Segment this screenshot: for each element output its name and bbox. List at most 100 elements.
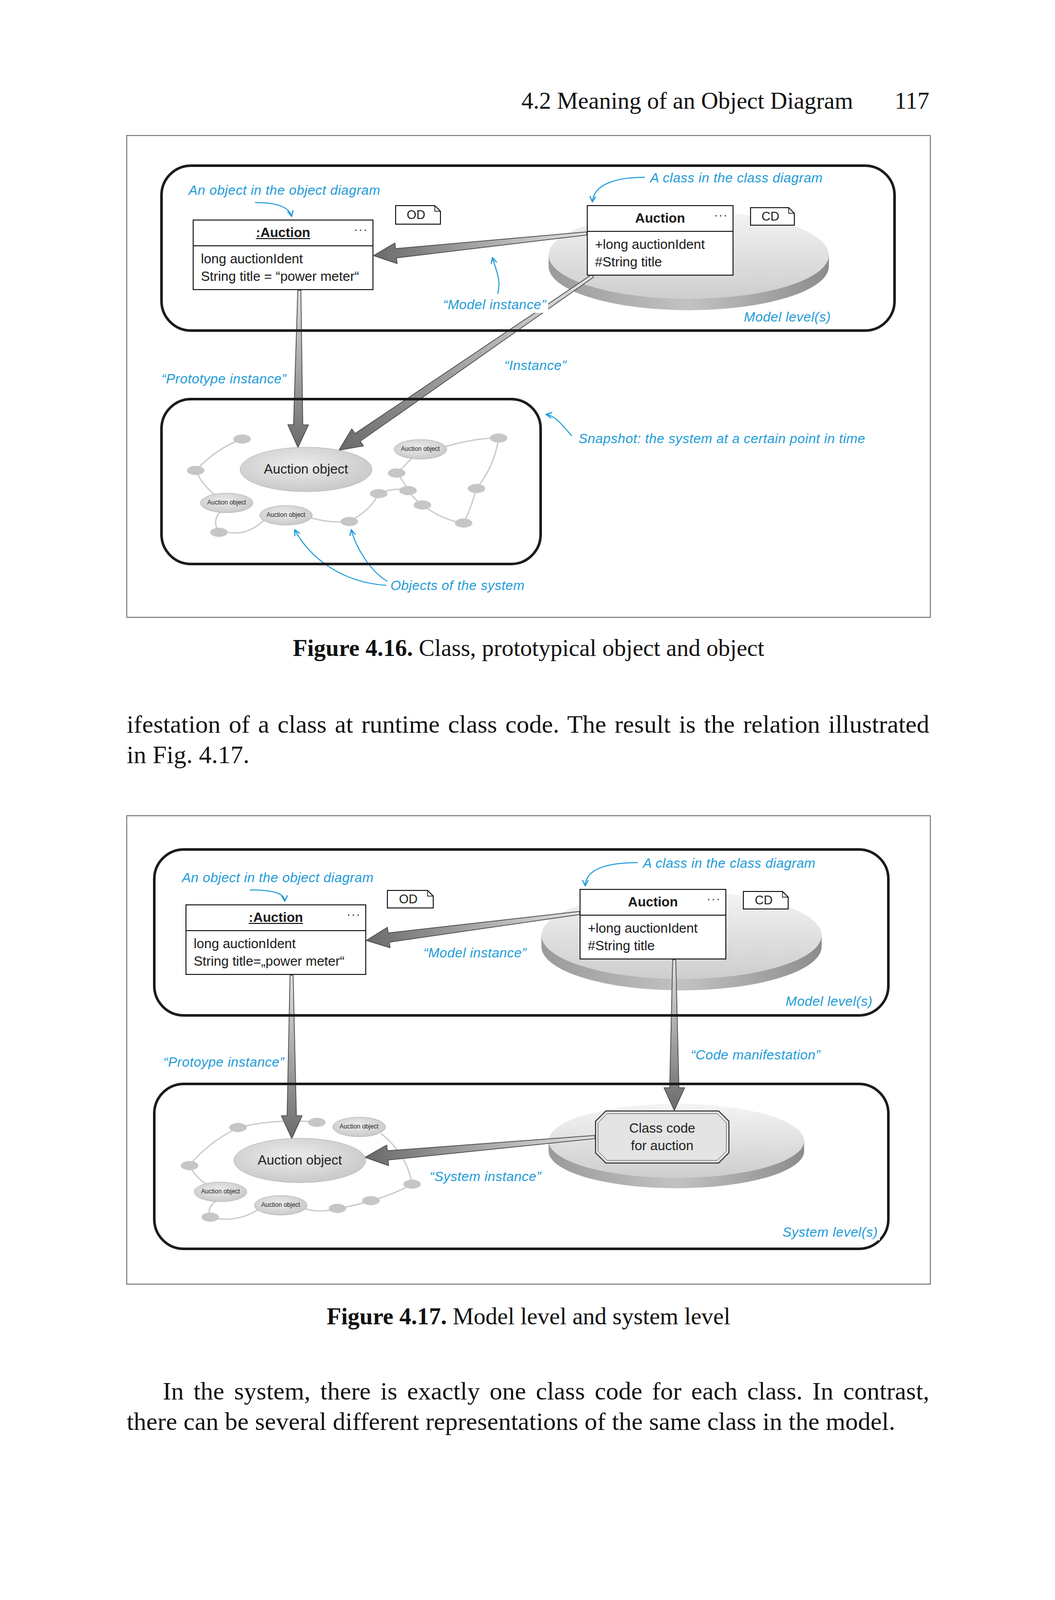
band-label: Model level(s) xyxy=(783,993,875,1010)
leader-line xyxy=(492,257,500,294)
note-shape xyxy=(743,891,789,909)
callout-note: A class in the class diagram xyxy=(642,855,816,872)
body-paragraph: ifestation of a class at runtime class c… xyxy=(126,708,930,770)
object-blob xyxy=(328,1203,347,1213)
diagram-tag: CD xyxy=(750,207,795,226)
ellipsis-marker: ... xyxy=(707,889,722,904)
object-label: Auction object xyxy=(400,445,440,453)
instance-arrow xyxy=(287,290,309,448)
band-label: System level(s) xyxy=(780,1223,880,1240)
attribute-line: #String title xyxy=(587,936,719,955)
ellipsis-marker: ... xyxy=(714,206,729,220)
box-body: long auctionIdentString title = “power m… xyxy=(193,246,373,290)
box-header: :Auction... xyxy=(186,905,366,931)
class-box: Auction... +long auctionIdent#String titl… xyxy=(579,888,727,960)
object-blob xyxy=(387,468,406,478)
leader-line xyxy=(249,889,285,901)
instance-arrow xyxy=(373,231,587,264)
callout-note: Objects of the system xyxy=(390,577,525,594)
diagram-kind: OD xyxy=(406,208,430,222)
object-blob xyxy=(308,1117,326,1127)
leader-line xyxy=(254,202,292,217)
instance-arrow xyxy=(366,911,580,948)
edge-label: “Prototype instance” xyxy=(159,370,289,387)
figure-caption: Figure 4.16. Class, prototypical object … xyxy=(292,633,764,662)
callout-note: An object in the object diagram xyxy=(188,182,381,199)
object-link xyxy=(349,493,379,522)
caption-number: Figure 4.17. xyxy=(326,1302,447,1330)
class-box: Auction...+long auctionIdent#String titl… xyxy=(586,205,734,276)
attribute-line: String title=„power meter“ xyxy=(193,951,359,970)
leader-line xyxy=(546,414,572,436)
snapshot-band: Snapshot: the system at a certain point … xyxy=(160,397,542,566)
instance-arrow xyxy=(338,274,594,451)
object-blob xyxy=(362,1195,380,1205)
note-fold xyxy=(782,891,789,897)
band-label: Model level(s) xyxy=(741,309,833,326)
note-fold xyxy=(434,205,441,212)
diagram-kind: OD xyxy=(399,892,422,906)
leader-line xyxy=(294,529,387,586)
class-name: Auction xyxy=(613,209,707,228)
object-ellipse-shape xyxy=(240,447,372,492)
object-ellipse: Auction object xyxy=(332,1116,386,1137)
disk-top xyxy=(548,1103,805,1178)
object-link xyxy=(476,437,499,489)
object-box: :Auction...long auctionIdentString title… xyxy=(192,219,374,291)
object-link xyxy=(195,438,243,471)
object-blob xyxy=(403,1179,421,1189)
ellipsis-marker: ... xyxy=(354,220,369,234)
edge-label: “Model instance” xyxy=(421,944,529,961)
object-ellipse-shape xyxy=(194,1181,247,1202)
running-header: 4.2 Meaning of an Object Diagram xyxy=(521,86,854,115)
leader-line xyxy=(585,862,638,886)
band-label: Snapshot: the system at a certain point … xyxy=(576,430,868,447)
object-blob xyxy=(369,488,388,499)
attribute-line: long auctionIdent xyxy=(200,249,366,268)
object-label: Auction object xyxy=(339,1122,379,1131)
page-number: 117 xyxy=(894,86,930,115)
figure-frame xyxy=(126,135,931,618)
object-blob xyxy=(413,500,432,510)
object-ellipse: Auction object xyxy=(259,504,313,526)
object-ellipse-shape xyxy=(200,492,253,513)
edge-label: “System instance” xyxy=(427,1168,544,1185)
ellipsis-marker: ... xyxy=(347,905,362,919)
edge-label: “Instance” xyxy=(502,357,569,374)
class-code-label: Class code for auction xyxy=(624,1119,700,1154)
object-blob xyxy=(454,518,473,528)
object-label: Auction object xyxy=(266,511,305,519)
object-box: :Auction... long auctionIdentString title… xyxy=(185,904,367,975)
system-objects xyxy=(180,433,508,1222)
class-code-octagon: Class code for auction xyxy=(594,1110,730,1164)
figure-frame xyxy=(126,815,931,1284)
object-blob xyxy=(180,1160,199,1170)
instance-arrow xyxy=(664,959,685,1111)
body-paragraph: In the system, there is exactly one clas… xyxy=(126,1375,930,1437)
object-blob xyxy=(210,527,228,537)
edge-label: “Code manifestation” xyxy=(688,1046,823,1063)
leader-line xyxy=(351,529,388,582)
note-shape xyxy=(750,207,795,226)
octagon-shape xyxy=(595,1110,729,1163)
edge-label: “Protoype instance” xyxy=(161,1053,287,1070)
instance-arrow xyxy=(365,1135,596,1166)
attribute-line: long auctionIdent xyxy=(193,934,359,952)
leader-line xyxy=(592,177,645,202)
diagram-tag: OD xyxy=(395,205,441,225)
note-fold xyxy=(788,207,795,214)
object-link xyxy=(189,1127,238,1166)
attribute-line: #String title xyxy=(594,252,726,271)
object-blob xyxy=(186,465,205,475)
object-ellipse-shape xyxy=(233,1137,366,1183)
attribute-line: +long auctionIdent xyxy=(587,919,719,937)
object-blob xyxy=(467,483,486,493)
note-fold xyxy=(427,890,434,896)
note-shape xyxy=(395,205,441,225)
object-ellipse: Auction object xyxy=(239,446,373,492)
object-ellipse-shape xyxy=(332,1116,386,1137)
object-ellipse: Auction object xyxy=(393,438,448,460)
class-name: Auction xyxy=(606,893,700,911)
